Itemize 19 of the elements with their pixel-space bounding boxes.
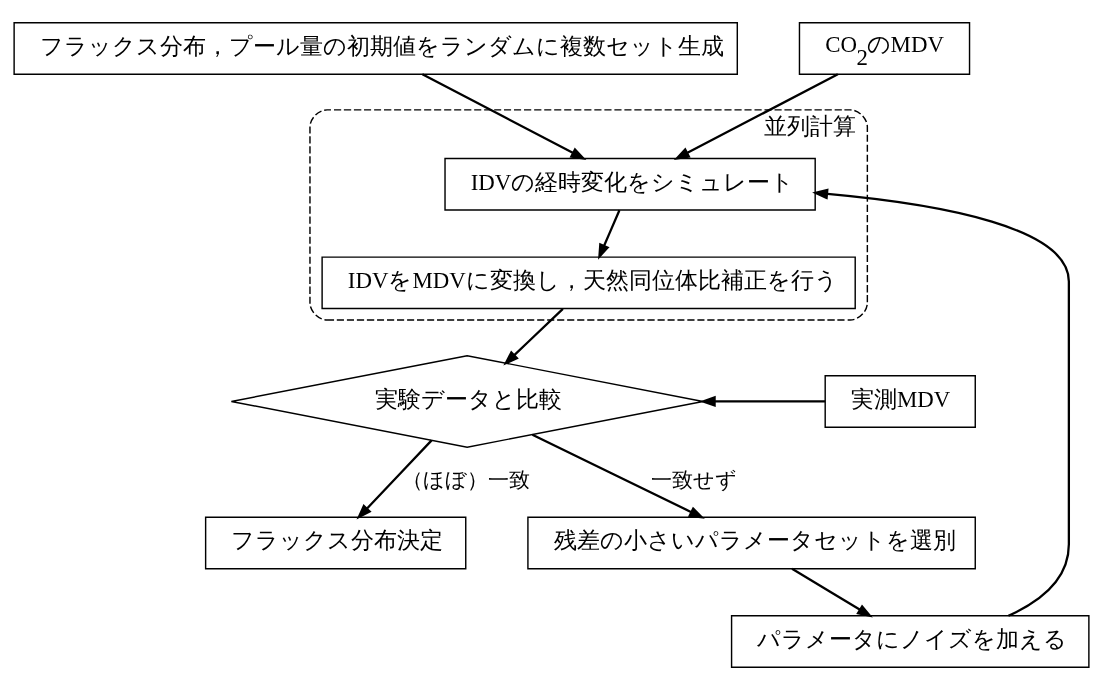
arrow bbox=[673, 73, 839, 160]
arrow bbox=[598, 209, 621, 260]
node-box: パラメータにノイズを加える bbox=[730, 615, 1090, 668]
node-box: フラックス分布決定 bbox=[204, 516, 467, 570]
arrow bbox=[356, 439, 433, 520]
node-box: IDVをMDVに変換し，天然同位体比補正を行う bbox=[321, 256, 856, 310]
arrow bbox=[421, 73, 587, 160]
node-diamond: 実験データと比較 bbox=[230, 355, 704, 448]
arrow bbox=[531, 433, 705, 519]
arrow bbox=[699, 395, 826, 408]
arrow bbox=[503, 308, 564, 366]
edge-label: 一致せず bbox=[650, 468, 737, 493]
edge-label: （ほぼ）一致 bbox=[402, 468, 531, 493]
arrow bbox=[791, 567, 873, 618]
node-box: 残差の小さいパラメータセットを選別 bbox=[527, 516, 976, 570]
arrow bbox=[812, 188, 1070, 617]
node-box: IDVの経時変化をシミュレート bbox=[444, 157, 816, 211]
node-box: フラックス分布，プール量の初期値をランダムに複数セット生成 bbox=[13, 22, 738, 75]
node-box: 実測MDV bbox=[824, 375, 976, 428]
